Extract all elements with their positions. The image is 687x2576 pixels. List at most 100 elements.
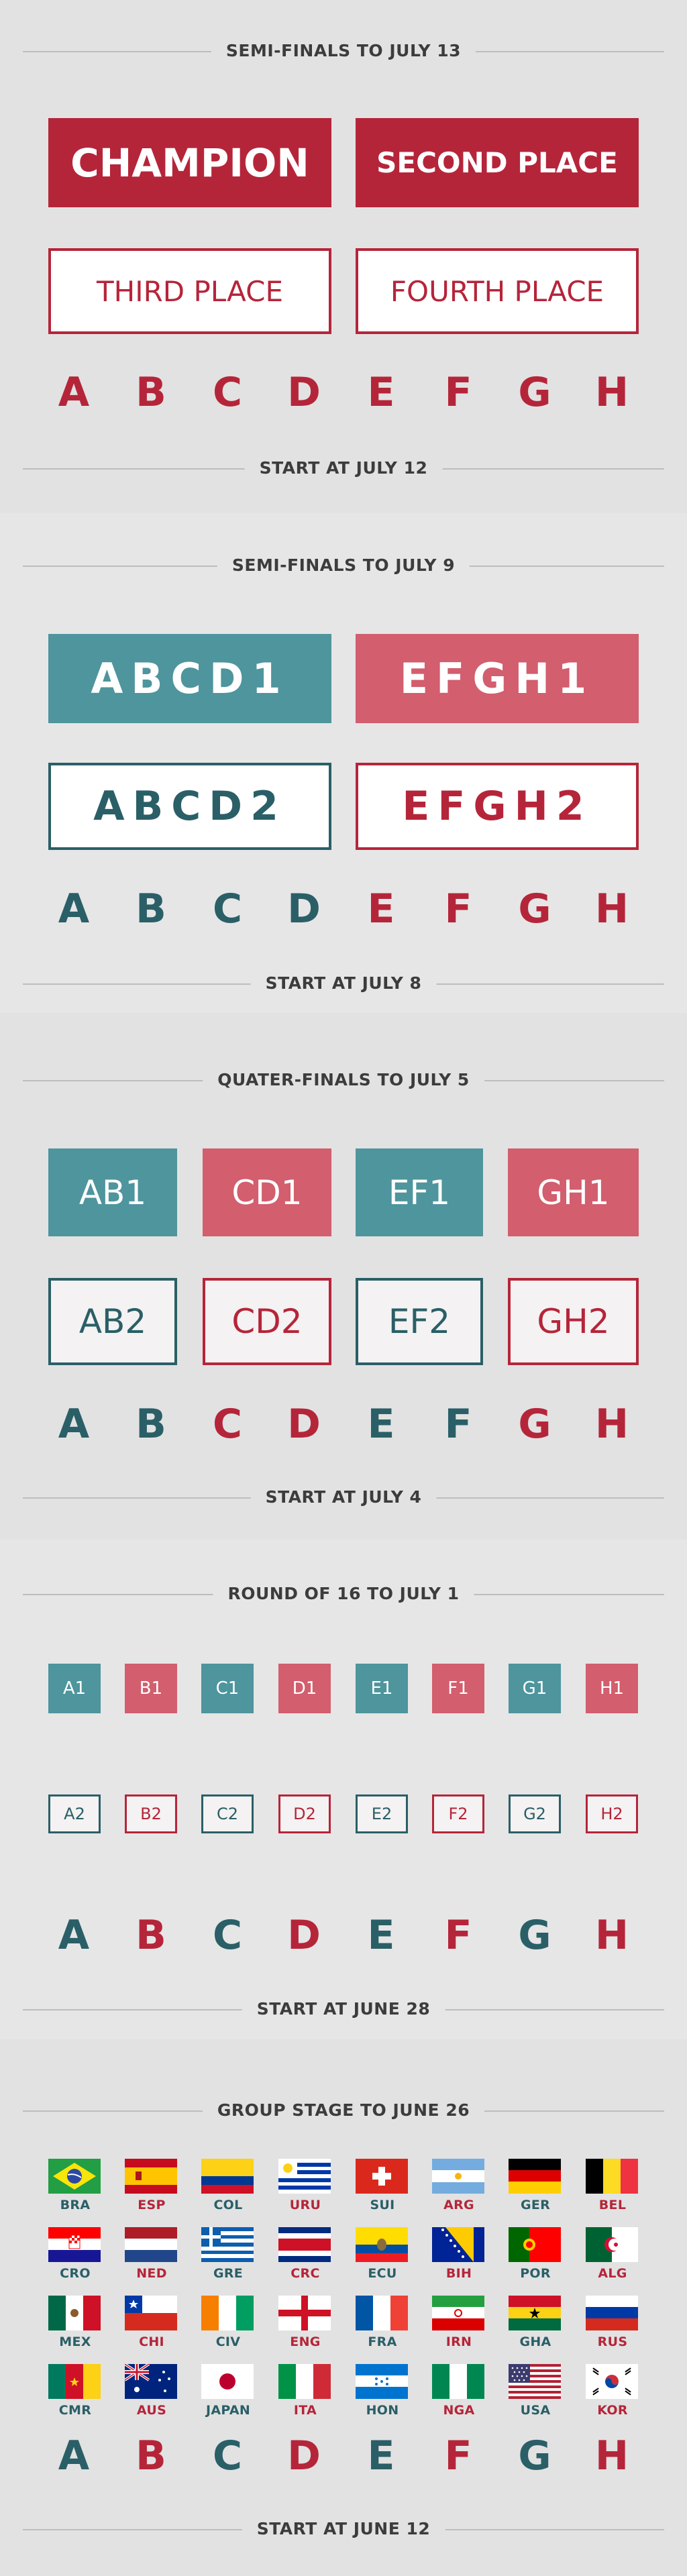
team-mex[interactable]: MEX (48, 2296, 102, 2353)
r16-box-e2[interactable]: E2 (356, 1794, 408, 1833)
group-letter-d: D (287, 1401, 321, 1448)
team-rus[interactable]: RUS (586, 2296, 639, 2353)
quarter-box-ef2[interactable]: EF2 (356, 1278, 483, 1365)
flag-brazil (48, 2159, 101, 2194)
semis-header: SEMI-FINALS TO JULY 9 (23, 553, 664, 578)
team-ned[interactable]: NED (125, 2227, 178, 2285)
team-code: ARG (443, 2198, 474, 2212)
semis-section: SEMI-FINALS TO JULY 9 ABCD1 EFGH1 ABCD2 … (0, 513, 687, 1013)
final-group-letters: A B C D E F G H (47, 369, 640, 416)
group-letter-e: E (367, 885, 395, 932)
team-eng[interactable]: ENG (278, 2296, 332, 2353)
flag-russia (586, 2296, 638, 2330)
group-letter-c: C (212, 1912, 243, 1959)
team-col[interactable]: COL (201, 2159, 255, 2216)
team-bra[interactable]: BRA (48, 2159, 102, 2216)
r16-box-f1[interactable]: F1 (432, 1664, 484, 1713)
team-ecu[interactable]: ECU (356, 2227, 409, 2285)
r16-box-b2[interactable]: B2 (125, 1794, 177, 1833)
team-code: CHI (139, 2334, 164, 2349)
team-por[interactable]: POR (509, 2227, 562, 2285)
round16-footer: START AT JUNE 28 (23, 1997, 664, 2021)
semi-box-abcd1[interactable]: ABCD1 (48, 634, 331, 723)
r16-box-g1[interactable]: G1 (509, 1664, 561, 1713)
flag-italy (278, 2364, 331, 2399)
champion-box[interactable]: CHAMPION (48, 118, 331, 207)
quarters-footer: START AT JULY 4 (23, 1485, 664, 1509)
team-bih[interactable]: BIH (432, 2227, 486, 2285)
groups-section: GROUP STAGE TO JUNE 26 BRA ESP COL URU S… (0, 2053, 687, 2576)
groups-group-letters: A B C D E F G H (47, 2432, 640, 2479)
quarter-box-ef1[interactable]: EF1 (356, 1148, 483, 1236)
team-aus[interactable]: AUS (125, 2364, 178, 2422)
team-civ[interactable]: CIV (201, 2296, 255, 2353)
r16-box-c2[interactable]: C2 (201, 1794, 254, 1833)
flag-ivory-coast (201, 2296, 254, 2330)
team-gre[interactable]: GRE (201, 2227, 255, 2285)
flag-japan (201, 2364, 254, 2399)
quarter-box-gh1[interactable]: GH1 (508, 1148, 639, 1236)
group-letter-b: B (136, 1401, 166, 1448)
team-crc[interactable]: CRC (278, 2227, 332, 2285)
quarter-box-ab2[interactable]: AB2 (48, 1278, 177, 1365)
group-letter-h: H (594, 885, 629, 932)
team-cro[interactable]: CRO (48, 2227, 102, 2285)
team-bel[interactable]: BEL (586, 2159, 639, 2216)
team-code: BEL (598, 2198, 627, 2212)
team-fra[interactable]: FRA (356, 2296, 409, 2353)
second-place-box[interactable]: SECOND PLACE (356, 118, 639, 207)
semi-box-efgh2[interactable]: EFGH2 (356, 763, 639, 850)
group-letter-a: A (58, 1401, 90, 1448)
r16-box-a2[interactable]: A2 (48, 1794, 101, 1833)
team-code: KOR (597, 2403, 628, 2418)
r16-box-a1[interactable]: A1 (48, 1664, 101, 1713)
quarter-box-gh2[interactable]: GH2 (508, 1278, 639, 1365)
r16-box-h2[interactable]: H2 (586, 1794, 638, 1833)
flag-cameroon (48, 2364, 101, 2399)
team-code: ITA (293, 2403, 317, 2418)
team-ita[interactable]: ITA (278, 2364, 332, 2422)
team-gha[interactable]: GHA (509, 2296, 562, 2353)
team-esp[interactable]: ESP (125, 2159, 178, 2216)
team-usa[interactable]: USA (509, 2364, 562, 2422)
team-hon[interactable]: HON (356, 2364, 409, 2422)
flag-france (356, 2296, 408, 2330)
team-cmr[interactable]: CMR (48, 2364, 102, 2422)
team-uru[interactable]: URU (278, 2159, 332, 2216)
quarter-box-ab1[interactable]: AB1 (48, 1148, 177, 1236)
round16-header-text: ROUND OF 16 TO JULY 1 (213, 1582, 474, 1606)
fourth-place-box[interactable]: FOURTH PLACE (356, 248, 639, 334)
r16-label-b2: B2 (140, 1805, 162, 1823)
quarter-box-cd2[interactable]: CD2 (203, 1278, 331, 1365)
team-nga[interactable]: NGA (432, 2364, 486, 2422)
group-letter-d: D (287, 1912, 321, 1959)
r16-box-e1[interactable]: E1 (356, 1664, 408, 1713)
semi-box-abcd2[interactable]: ABCD2 (48, 763, 331, 850)
flag-algeria (586, 2227, 638, 2262)
group-letter-c: C (212, 1401, 243, 1448)
r16-box-d2[interactable]: D2 (278, 1794, 331, 1833)
quarter-box-cd1[interactable]: CD1 (203, 1148, 331, 1236)
r16-box-h1[interactable]: H1 (586, 1664, 638, 1713)
team-code: NGA (443, 2403, 475, 2418)
team-kor[interactable]: KOR (586, 2364, 639, 2422)
team-code: BIH (445, 2266, 472, 2281)
team-sui[interactable]: SUI (356, 2159, 409, 2216)
r16-box-b1[interactable]: B1 (125, 1664, 177, 1713)
r16-box-c1[interactable]: C1 (201, 1664, 254, 1713)
team-chi[interactable]: CHI (125, 2296, 178, 2353)
r16-box-g2[interactable]: G2 (509, 1794, 561, 1833)
flag-england (278, 2296, 331, 2330)
team-code: IRN (445, 2334, 472, 2349)
team-code: CIV (215, 2334, 241, 2349)
team-ger[interactable]: GER (509, 2159, 562, 2216)
r16-box-f2[interactable]: F2 (432, 1794, 484, 1833)
semi-box-efgh1[interactable]: EFGH1 (356, 634, 639, 723)
r16-box-d1[interactable]: D1 (278, 1664, 331, 1713)
third-place-box[interactable]: THIRD PLACE (48, 248, 331, 334)
team-irn[interactable]: IRN (432, 2296, 486, 2353)
team-arg[interactable]: ARG (432, 2159, 486, 2216)
team-alg[interactable]: ALG (586, 2227, 639, 2285)
flag-south-korea (586, 2364, 638, 2399)
team-japan[interactable]: JAPAN (201, 2364, 255, 2422)
